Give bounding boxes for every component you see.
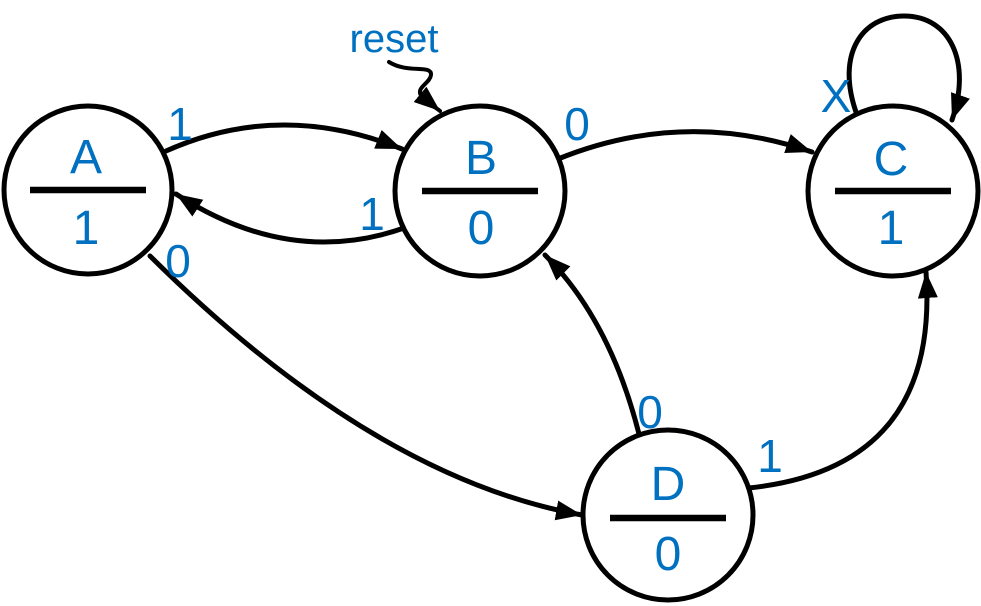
transition-d-to-b-label: 0 [637, 386, 663, 438]
state-d: D 0 [580, 427, 756, 603]
transition-b-to-a-label: 1 [359, 188, 385, 240]
transition-a-to-d-label: 0 [165, 235, 191, 287]
transition-b-to-c-label: 0 [564, 98, 590, 150]
state-c-name: C [874, 133, 909, 186]
transition-a-to-d-arrow [147, 253, 585, 521]
transition-d-to-c-arrow [746, 269, 938, 491]
state-d-output: 0 [655, 528, 682, 581]
transition-c-self-loop-label: X [821, 70, 852, 122]
state-a-output: 1 [73, 202, 100, 255]
state-b-output: 0 [468, 202, 495, 255]
transition-a-to-b-arrow [163, 122, 405, 154]
state-a: A 1 [1, 103, 175, 277]
transition-b-to-c-arrow [555, 129, 815, 162]
state-b: B 0 [392, 103, 568, 279]
state-a-name: A [70, 131, 102, 184]
transition-d-to-b-arrow [542, 252, 642, 437]
state-d-name: D [651, 458, 686, 511]
reset-arrow [387, 60, 442, 113]
transition-a-to-b-label: 1 [167, 98, 193, 150]
state-c: C 1 [805, 103, 981, 279]
state-b-name: B [465, 132, 497, 185]
reset-label: reset [350, 17, 439, 61]
transition-b-to-a-arrow [173, 191, 407, 245]
state-c-output: 1 [878, 202, 905, 255]
transition-c-self-loop-arrow [846, 13, 970, 123]
transition-d-to-c-label: 1 [757, 430, 783, 482]
